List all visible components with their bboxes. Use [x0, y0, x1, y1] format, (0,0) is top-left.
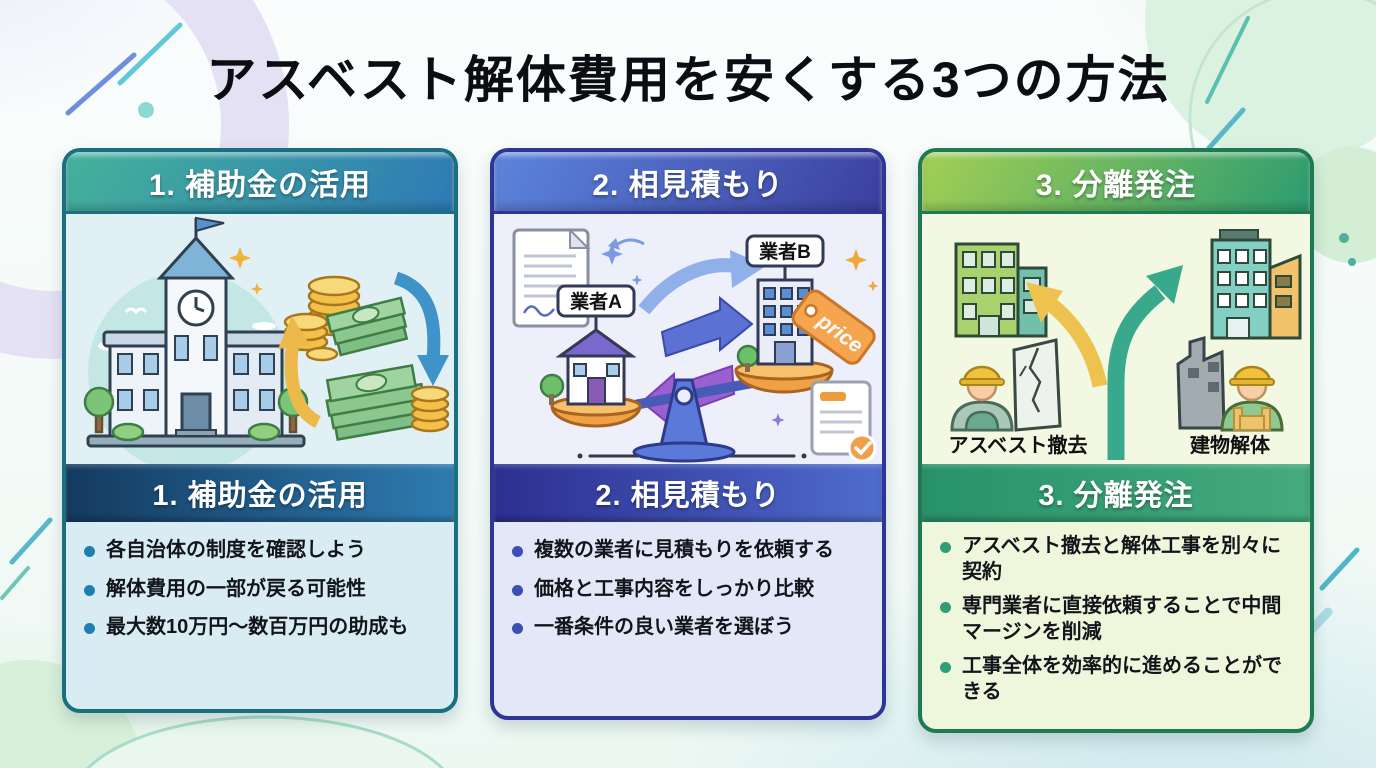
card-subsidy-title: 1. 補助金の活用	[148, 168, 372, 202]
separate-order-illustration-icon: アスベスト撤去 建物解体	[949, 229, 1302, 460]
up-arrow-icon	[278, 316, 322, 428]
diagonal-line-icon	[1206, 107, 1246, 151]
down-arrow-icon	[393, 271, 449, 386]
banknote-stack-icon	[325, 296, 426, 441]
dot-decoration-icon	[1339, 233, 1349, 243]
card-subsidy-bullets: 各自治体の制度を確認しよう 解体費用の一部が戻る可能性 最大数10万円〜数百万円…	[66, 522, 454, 709]
vendor-a-label: 業者A	[569, 290, 622, 313]
fork-arrows-icon	[1026, 265, 1183, 460]
approved-document-icon	[810, 380, 877, 463]
diagonal-line-icon	[117, 22, 183, 86]
bullet-item: 最大数10万円〜数百万円の助成も	[84, 615, 438, 641]
bullet-item: 各自治体の制度を確認しよう	[84, 538, 438, 564]
card-quotes-illustration: 業者A 業者B price	[494, 214, 882, 464]
card-subsidy-band: 1. 補助金の活用	[66, 464, 454, 522]
card-separate-order-header: 3. 分離発注	[922, 152, 1310, 214]
card-quotes-band: 2. 相見積もり	[494, 464, 882, 522]
diagonal-line-icon	[1205, 16, 1250, 104]
government-building-icon	[86, 216, 306, 448]
bullet-dot-icon	[84, 546, 95, 557]
card-separate-order-title: 3. 分離発注	[1035, 168, 1197, 202]
card-subsidy-illustration	[66, 214, 454, 464]
vendor-a-house-icon: 業者A	[539, 284, 637, 406]
bullet-dot-icon	[940, 662, 951, 674]
card-separate-order-band: 3. 分離発注	[922, 464, 1310, 522]
card-separate-order: 3. 分離発注	[918, 148, 1314, 733]
card-quotes-header: 2. 相見積もり	[494, 152, 882, 214]
bullet-dot-icon	[84, 623, 95, 635]
subsidy-illustration-icon	[83, 216, 450, 464]
card-subsidy-band-title: 1. 補助金の活用	[152, 480, 368, 512]
bullet-dot-icon	[940, 542, 951, 553]
blob-decoration-icon	[1145, 0, 1376, 165]
vendor-b-label: 業者B	[758, 240, 811, 263]
bullet-dot-icon	[512, 584, 523, 596]
blob-decoration-icon	[0, 660, 143, 768]
diagonal-line-icon	[65, 52, 137, 116]
bullet-dot-icon	[84, 584, 95, 596]
sparkle-icon	[845, 249, 879, 292]
card-quotes-band-title: 2. 相見積もり	[595, 480, 781, 512]
coin-stack-icon	[410, 385, 450, 433]
card-subsidy-header: 1. 補助金の活用	[66, 152, 454, 214]
card-quotes-title: 2. 相見積もり	[592, 168, 784, 202]
bullet-item: 複数の業者に見積もりを依頼する	[512, 538, 866, 564]
building-demolition-label: 建物解体	[1189, 433, 1271, 457]
dot-decoration-icon	[1348, 258, 1356, 266]
bullet-item: 専門業者に直接依頼することで中間マージンを削減	[940, 594, 1294, 645]
bullet-item: アスベスト撤去と解体工事を別々に契約	[940, 534, 1294, 585]
dot-decoration-icon	[138, 102, 154, 118]
right-building-icon	[1210, 229, 1302, 340]
sparkle-icon	[229, 247, 264, 296]
ring-decoration-icon	[0, 0, 289, 359]
diagonal-line-icon	[1319, 547, 1360, 591]
card-quotes: 2. 相見積もり	[490, 148, 886, 720]
card-separate-order-band-title: 3. 分離発注	[1038, 480, 1194, 512]
card-subsidy: 1. 補助金の活用	[62, 148, 458, 713]
card-separate-order-illustration: アスベスト撤去 建物解体	[922, 214, 1310, 464]
card-quotes-bullets: 複数の業者に見積もりを依頼する 価格と工事内容をしっかり比較 一番条件の良い業者…	[494, 522, 882, 716]
asbestos-worker-icon	[950, 365, 1014, 432]
bullet-item: 価格と工事内容をしっかり比較	[512, 577, 866, 603]
right-rubble-icon	[1176, 336, 1226, 430]
blob-decoration-icon	[85, 715, 445, 768]
bullet-dot-icon	[940, 602, 951, 614]
bullet-item: 解体費用の一部が戻る可能性	[84, 577, 438, 603]
card-separate-order-bullets: アスベスト撤去と解体工事を別々に契約 専門業者に直接依頼することで中間マージンを…	[922, 522, 1310, 729]
asbestos-removal-label: アスベスト撤去	[949, 433, 1088, 457]
quotes-illustration-icon: 業者A 業者B price	[512, 227, 879, 463]
left-rubble-icon	[1012, 338, 1062, 432]
bullet-item: 工事全体を効率的に進めることができる	[940, 654, 1294, 705]
sparkle-icon	[601, 243, 785, 427]
bullet-item: 一番条件の良い業者を選ぼう	[512, 615, 866, 641]
diagonal-line-icon	[9, 517, 53, 565]
demolition-worker-icon	[1220, 365, 1284, 432]
page-title: アスベスト解体費用を安くする3つの方法	[206, 52, 1170, 108]
blob-decoration-icon	[1294, 147, 1376, 263]
bullet-dot-icon	[512, 623, 523, 635]
bullet-dot-icon	[512, 546, 523, 557]
left-building-icon	[954, 242, 1048, 338]
diagonal-line-icon	[0, 566, 30, 600]
